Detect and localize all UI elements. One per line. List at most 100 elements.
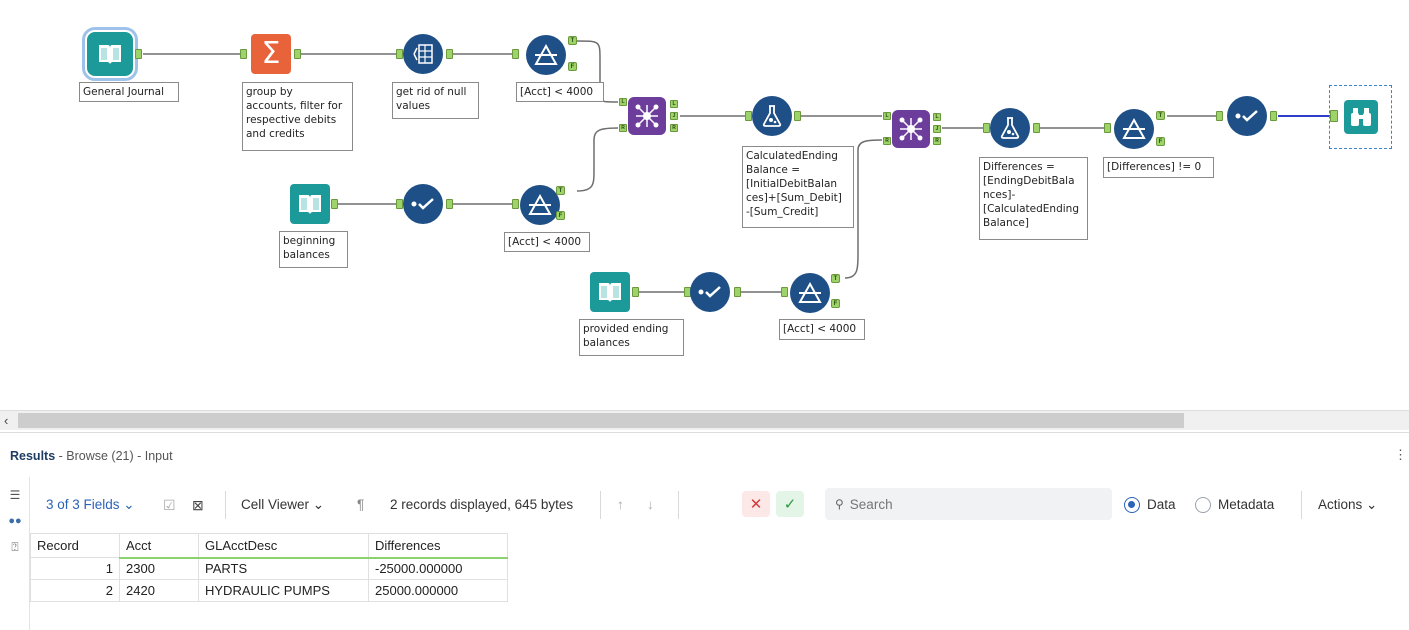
true-anchor[interactable]: T — [831, 274, 840, 283]
more-options-icon[interactable]: ⋮ — [1394, 447, 1407, 462]
output-anchor[interactable] — [794, 111, 801, 121]
binoculars-icon[interactable]: ●● — [8, 515, 22, 527]
input-anchor[interactable] — [781, 287, 788, 297]
join-tool-2[interactable] — [892, 110, 930, 148]
book-icon — [599, 283, 621, 302]
data-cleansing-tool[interactable] — [403, 34, 443, 74]
connection-filter3-join2 — [844, 139, 883, 279]
right-anchor[interactable]: R — [883, 137, 891, 145]
output-anchor[interactable] — [734, 287, 741, 297]
join-output-anchor[interactable]: J — [670, 112, 678, 120]
output-anchor[interactable] — [135, 49, 142, 59]
input-data-general-journal-tool[interactable] — [82, 27, 138, 81]
list-icon[interactable]: ☰ — [9, 488, 21, 502]
output-anchor[interactable] — [331, 199, 338, 209]
output-anchor[interactable] — [632, 287, 639, 297]
glacctdesc-cell[interactable]: HYDRAULIC PUMPS — [198, 579, 369, 602]
actions-dropdown[interactable]: Actions ⌄ — [1318, 497, 1378, 512]
horizontal-scrollbar[interactable]: ‹ — [0, 410, 1409, 430]
select-all-icon[interactable]: ☑ — [163, 497, 176, 513]
formula-tool-2[interactable] — [990, 108, 1030, 148]
output-anchor[interactable] — [446, 199, 453, 209]
arrow-up-icon[interactable]: ↑ — [617, 497, 624, 512]
output-anchor[interactable] — [446, 49, 453, 59]
filter-tool-3[interactable] — [790, 273, 830, 313]
record-cell[interactable]: 1 — [30, 557, 120, 580]
record-cell[interactable]: 2 — [30, 579, 120, 602]
input-anchor[interactable] — [396, 199, 403, 209]
scrollbar-thumb[interactable] — [18, 413, 1184, 428]
deselect-icon[interactable]: ⊠ — [192, 497, 204, 513]
output-anchor[interactable] — [1270, 111, 1277, 121]
output-anchor[interactable] — [1033, 123, 1040, 133]
false-anchor[interactable]: F — [1156, 137, 1165, 146]
input-anchor[interactable] — [1330, 110, 1338, 122]
acct-cell[interactable]: 2300 — [119, 557, 199, 580]
differences-cell[interactable]: -25000.000000 — [368, 557, 508, 580]
input-anchor[interactable] — [745, 111, 752, 121]
formula-tool-1[interactable] — [752, 96, 792, 136]
scroll-left-icon[interactable]: ‹ — [4, 413, 9, 428]
true-anchor[interactable]: T — [1156, 111, 1165, 120]
input-anchor[interactable] — [1216, 111, 1223, 121]
right-anchor[interactable]: R — [619, 124, 627, 132]
fields-dropdown[interactable]: 3 of 3 Fields ⌄ — [46, 497, 135, 512]
table-row[interactable]: 2 2420 HYDRAULIC PUMPS 25000.000000 — [30, 579, 508, 602]
connection-filter2-join1 — [576, 127, 619, 192]
cell-viewer-dropdown[interactable]: Cell Viewer ⌄ — [241, 497, 325, 512]
false-anchor[interactable]: F — [568, 62, 577, 71]
input-anchor[interactable] — [240, 49, 247, 59]
true-anchor[interactable]: T — [568, 36, 577, 45]
search-box[interactable]: ⚲ — [825, 488, 1112, 520]
summarize-tool[interactable]: Σ — [251, 34, 291, 74]
output-anchor[interactable] — [294, 49, 301, 59]
input-anchor[interactable] — [983, 123, 990, 133]
browse-tool[interactable] — [1344, 100, 1378, 134]
input-anchor[interactable] — [512, 199, 519, 209]
select-tool-1[interactable] — [403, 184, 443, 224]
true-anchor[interactable]: T — [556, 186, 565, 195]
left-anchor[interactable]: L — [883, 112, 891, 120]
select-tool-3[interactable] — [1227, 96, 1267, 136]
input-anchor[interactable] — [1104, 123, 1111, 133]
join-network-icon — [635, 104, 659, 128]
input-anchor[interactable] — [396, 49, 403, 59]
column-header-record[interactable]: Record — [30, 533, 120, 558]
table-row[interactable]: 1 2300 PARTS -25000.000000 — [30, 557, 508, 580]
acct-cell[interactable]: 2420 — [119, 579, 199, 602]
select-tool-2[interactable] — [690, 272, 730, 312]
join-output-anchor[interactable]: J — [933, 125, 941, 133]
right-output-anchor[interactable]: R — [933, 137, 941, 145]
false-anchor[interactable]: F — [556, 211, 565, 220]
data-radio[interactable] — [1124, 497, 1140, 513]
join-tool-1[interactable] — [628, 97, 666, 135]
filter-tool-4[interactable] — [1114, 109, 1154, 149]
input-data-beginning-balances-tool[interactable] — [290, 184, 330, 224]
left-output-anchor[interactable]: L — [933, 113, 941, 121]
filter-tool-2[interactable] — [520, 185, 560, 225]
column-header-glacctdesc[interactable]: GLAcctDesc — [198, 533, 369, 559]
clear-filter-icon[interactable]: ✕ — [742, 491, 770, 517]
search-input[interactable] — [849, 496, 1090, 512]
metadata-radio[interactable] — [1195, 497, 1211, 513]
glacctdesc-cell[interactable]: PARTS — [198, 557, 369, 580]
differences-cell[interactable]: 25000.000000 — [368, 579, 508, 602]
column-header-differences[interactable]: Differences — [368, 533, 508, 559]
right-output-anchor[interactable]: R — [670, 124, 678, 132]
flask-icon — [1000, 117, 1020, 139]
data-radio-label: Data — [1147, 497, 1176, 512]
workflow-canvas[interactable]: General Journal Σ group by accounts, fil… — [0, 0, 1409, 410]
false-anchor[interactable]: F — [831, 299, 840, 308]
input-data-provided-ending-tool[interactable] — [590, 272, 630, 312]
apply-filter-icon[interactable]: ✓ — [776, 491, 804, 517]
arrow-down-icon[interactable]: ↓ — [647, 497, 654, 512]
help-icon[interactable]: ⍰ — [11, 540, 19, 554]
annotation-null-values: get rid of null values — [392, 82, 479, 119]
left-output-anchor[interactable]: L — [670, 100, 678, 108]
table-header-row: Record Acct GLAcctDesc Differences — [30, 533, 508, 559]
left-anchor[interactable]: L — [619, 98, 627, 106]
filter-tool-1[interactable] — [526, 35, 566, 75]
input-anchor[interactable] — [512, 49, 519, 59]
column-header-acct[interactable]: Acct — [119, 533, 199, 559]
pilcrow-icon[interactable]: ¶ — [357, 497, 365, 512]
